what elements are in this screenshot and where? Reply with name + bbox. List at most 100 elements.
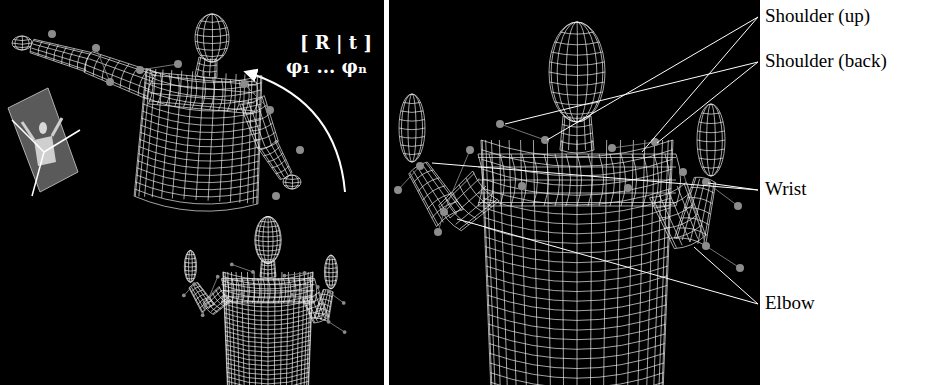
mesh-line [200, 21, 224, 22]
marker-dot [136, 66, 144, 74]
mesh-line [69, 49, 74, 67]
mesh-line [473, 171, 500, 201]
mesh-line [577, 154, 582, 206]
mesh-line [325, 276, 338, 278]
mesh-line [226, 359, 309, 366]
mesh-line [77, 51, 82, 69]
mesh-line [195, 57, 199, 75]
marker-dot [702, 242, 710, 250]
mesh-line [275, 141, 291, 173]
mesh-line [478, 202, 676, 203]
mesh-line [702, 167, 721, 168]
mesh-line [134, 196, 258, 211]
mesh-line [255, 235, 281, 237]
mesh-line [227, 377, 309, 384]
marker-dot [230, 263, 234, 267]
marker-dot [624, 184, 632, 192]
mesh-line [198, 63, 217, 66]
mesh-line [250, 123, 272, 131]
mesh-line [650, 198, 675, 249]
mesh-line [325, 263, 336, 265]
mesh-line [327, 284, 336, 286]
mesh-line [276, 166, 289, 174]
mesh-line [259, 217, 268, 264]
wireframe-figure [182, 217, 347, 385]
mesh-line [84, 52, 92, 73]
joint-label: Wrist [765, 178, 806, 201]
mesh-line [30, 51, 85, 69]
mesh-line [200, 301, 212, 309]
mesh-line [555, 154, 560, 206]
mesh-line [707, 104, 711, 176]
mesh-line [226, 349, 310, 356]
mesh-line [212, 14, 214, 62]
mesh-line [324, 271, 337, 273]
mesh-line [226, 340, 311, 347]
marker-dot [182, 294, 186, 298]
mesh-line [261, 269, 276, 270]
camera-image [8, 88, 80, 196]
marker-dot [204, 304, 208, 308]
camera-axes [12, 120, 80, 196]
mesh-line [262, 96, 276, 142]
mesh-line [62, 47, 67, 64]
mesh-line [263, 146, 279, 155]
mesh-line [681, 218, 709, 225]
mesh-line [418, 168, 450, 218]
mesh-line [272, 159, 286, 167]
mesh-line [138, 154, 259, 169]
mesh-line [191, 286, 200, 292]
marker-link [500, 124, 545, 140]
mesh-line [484, 218, 670, 234]
mesh-line [236, 272, 239, 385]
mesh-line [533, 140, 538, 385]
mesh-line [242, 104, 260, 148]
image-frame [8, 88, 78, 192]
mesh-line [139, 139, 259, 154]
mesh-line [318, 304, 330, 307]
mesh-line [577, 22, 588, 122]
mesh-line [401, 145, 424, 146]
mesh-line [237, 279, 239, 303]
marker-dot [283, 274, 287, 278]
mesh-line [258, 141, 279, 148]
mesh-line [711, 104, 715, 176]
mesh-line [697, 149, 724, 151]
mesh-line [652, 197, 676, 248]
marker-dot [394, 186, 402, 194]
mesh-line [566, 154, 571, 206]
mesh-line [255, 240, 281, 242]
mesh-line [208, 73, 215, 201]
mesh-line [478, 157, 676, 158]
mesh-line [489, 334, 666, 349]
mesh-line [399, 94, 425, 162]
transform-label: φ₁ ... φₙ [286, 56, 367, 78]
mesh-line [12, 43, 32, 44]
mesh-line [427, 194, 451, 209]
mesh-line [292, 175, 294, 189]
mesh-line [247, 114, 270, 122]
mesh-line [703, 182, 714, 245]
mesh-line [225, 313, 312, 321]
marker-dot [416, 162, 424, 170]
mesh-line [284, 185, 300, 187]
mesh-line [650, 182, 687, 198]
mesh-line [256, 217, 268, 264]
mesh-line [294, 279, 296, 303]
mesh-line [610, 154, 615, 206]
mesh-line [699, 158, 723, 160]
leader-line [547, 17, 758, 140]
marker-dot [679, 168, 687, 176]
mesh-line [184, 250, 196, 282]
marker-dot [266, 106, 274, 114]
marker-link [329, 322, 345, 332]
mesh-line [263, 217, 268, 264]
mesh-line [255, 245, 281, 247]
mesh-line [654, 140, 663, 385]
mesh-line [317, 308, 330, 311]
right-panel [389, 0, 760, 385]
mesh-line [461, 201, 499, 231]
mesh-line [226, 345, 310, 352]
mesh-line [85, 52, 91, 71]
marker-dot [608, 144, 616, 152]
